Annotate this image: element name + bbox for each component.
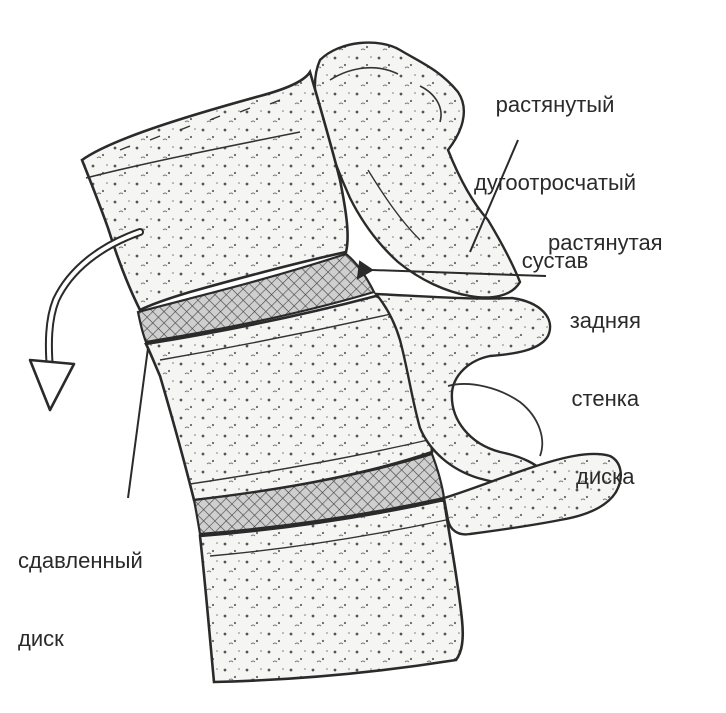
middle-vertebral-body [144, 294, 434, 502]
facet-joint-label: растянутый дугоотросчатый сустав [474, 40, 636, 326]
upper-posterior-elements [313, 41, 522, 299]
compressed-disc-label-line-1: сдавленный [18, 548, 143, 573]
disc-wall-label-line-3: стенка [571, 386, 640, 411]
middle-posterior-elements [373, 292, 552, 486]
wall-leader-arrowhead [356, 260, 374, 280]
disc-wall-label-line-4: диска [576, 464, 635, 489]
lower-vertebral-body [198, 498, 465, 684]
compressed-disc-label-line-2: диск [18, 626, 64, 651]
facet-joint-label-line-2: дугоотросчатый [474, 170, 637, 195]
facet-joint-label-line-1: растянутый [495, 92, 615, 117]
upper-disc [136, 252, 376, 344]
upper-vertebral-body [80, 68, 349, 312]
facet-leader-line [469, 139, 519, 253]
compressed-disc-label: сдавленный диск [18, 496, 143, 704]
disc-wall-label: растянутая задняя стенка диска [548, 178, 663, 542]
leader-lines [127, 139, 547, 499]
disc-leader-line [127, 347, 149, 499]
disc-wall-label-line-2: задняя [569, 308, 641, 333]
disc-wall-label-line-1: растянутая [548, 230, 663, 255]
wall-leader-line [371, 269, 547, 277]
flexion-arrow [28, 228, 144, 412]
lower-spinous-process [442, 452, 622, 536]
facet-joint-label-line-3: сустав [521, 248, 589, 273]
